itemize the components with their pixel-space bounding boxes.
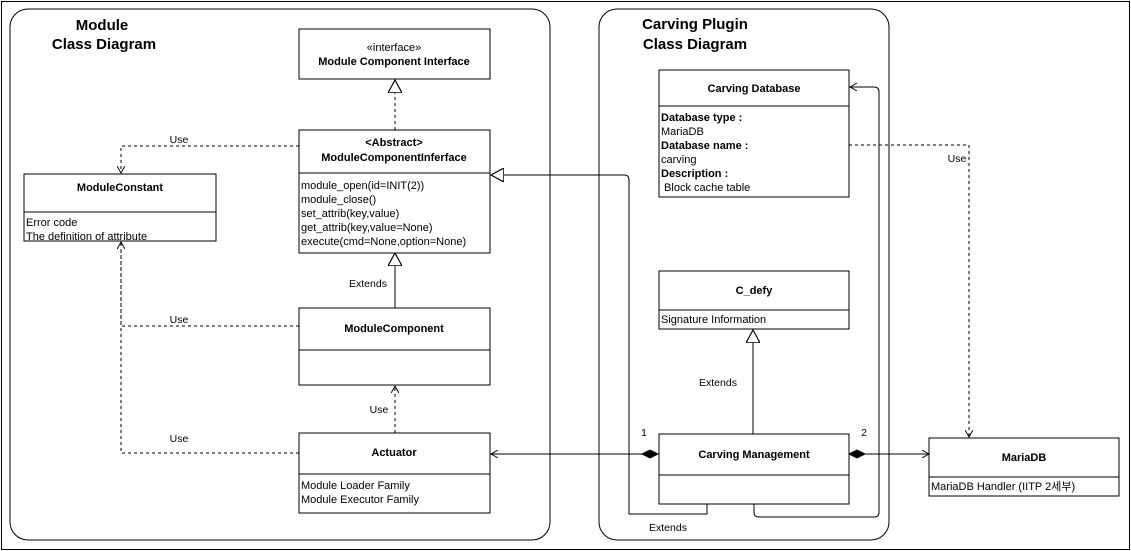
abstract-class-name: ModuleComponentInferface	[321, 152, 466, 164]
use-connector-component-constant	[121, 242, 299, 327]
plugin-frame-title-line2: Class Diagram	[643, 36, 747, 53]
use-connector-database-mariadb	[849, 144, 969, 437]
method-module-close: module_close()	[301, 194, 376, 206]
module-constant-name: ModuleConstant	[77, 182, 163, 194]
module-constant-attr-definition: The definition of attribute	[26, 231, 147, 243]
class-module-constant[interactable]: ModuleConstant Error code The definition…	[23, 173, 217, 243]
extends-label-c-defy: Extends	[699, 377, 737, 389]
class-carving-management[interactable]: Carving Management	[658, 433, 850, 505]
c-defy-attr-signature: Signature Information	[661, 314, 766, 326]
multiplicity-actuator: 1	[641, 427, 647, 439]
class-actuator[interactable]: Actuator Module Loader Family Module Exe…	[298, 432, 491, 514]
carving-database-type-label: Database type :	[661, 112, 742, 124]
method-module-open: module_open(id=INIT(2))	[301, 180, 424, 192]
interface-class-name: Module Component Interface	[318, 56, 470, 68]
class-module-component[interactable]: ModuleComponent	[298, 307, 491, 386]
use-label-actuator-constant: Use	[170, 433, 189, 445]
module-frame-title-line2: Class Diagram	[52, 36, 156, 53]
extends-label-carving-management: Extends	[649, 522, 687, 534]
actuator-attr-executor: Module Executor Family	[301, 494, 419, 506]
module-frame-title-line1: Module	[76, 17, 129, 34]
carving-database-name-value: carving	[661, 154, 696, 166]
c-defy-name: C_defy	[736, 285, 774, 297]
composition-diamond-actuator	[640, 449, 660, 459]
mariadb-name: MariaDB	[1002, 452, 1047, 464]
use-label-actuator-component: Use	[370, 404, 389, 416]
method-execute: execute(cmd=None,option=None)	[301, 236, 466, 248]
module-component-name: ModuleComponent	[344, 323, 444, 335]
carving-management-name: Carving Management	[698, 449, 810, 461]
association-connector-carving-database	[753, 87, 880, 518]
abstract-stereotype: <Abstract>	[365, 137, 422, 149]
extends-label-module-component: Extends	[349, 278, 387, 290]
module-frame: Module Class Diagram	[9, 8, 551, 541]
class-module-component-inferface[interactable]: <Abstract> ModuleComponentInferface modu…	[298, 129, 491, 254]
actuator-attr-loader: Module Loader Family	[301, 480, 410, 492]
composition-diamond-mariadb	[847, 449, 867, 459]
extends-connector-carving-management	[491, 175, 708, 515]
class-mariadb[interactable]: MariaDB MariaDB Handler (IITP 2세부)	[928, 437, 1120, 497]
use-label-abstract-constant: Use	[170, 134, 189, 146]
carving-database-name: Carving Database	[708, 83, 801, 95]
class-carving-database[interactable]: Carving Database Database type : MariaDB…	[658, 69, 850, 198]
carving-database-type-value: MariaDB	[661, 126, 704, 138]
class-c-defy[interactable]: C_defy Signature Information	[658, 270, 850, 330]
use-connector-actuator-constant	[120, 248, 299, 454]
use-label-component-constant: Use	[170, 314, 189, 326]
carving-plugin-frame: Carving Plugin Class Diagram	[598, 8, 890, 541]
carving-database-description-value: Block cache table	[661, 182, 750, 194]
carving-database-name-label: Database name :	[661, 140, 748, 152]
use-label-database-mariadb: Use	[948, 153, 967, 165]
actuator-name: Actuator	[371, 447, 417, 459]
plugin-frame-title-line1: Carving Plugin	[642, 16, 748, 33]
method-set-attrib: set_attrib(key,value)	[301, 208, 399, 220]
multiplicity-mariadb: 2	[861, 427, 867, 439]
carving-database-description-label: Description :	[661, 168, 728, 180]
mariadb-attr-handler: MariaDB Handler (IITP 2세부)	[931, 480, 1075, 493]
method-get-attrib: get_attrib(key,value=None)	[301, 222, 433, 234]
interface-stereotype: «interface»	[367, 42, 421, 54]
module-constant-attr-error-code: Error code	[26, 217, 77, 229]
class-module-component-interface[interactable]: «interface» Module Component Interface	[298, 28, 491, 80]
use-connector-abstract-constant	[121, 145, 299, 173]
